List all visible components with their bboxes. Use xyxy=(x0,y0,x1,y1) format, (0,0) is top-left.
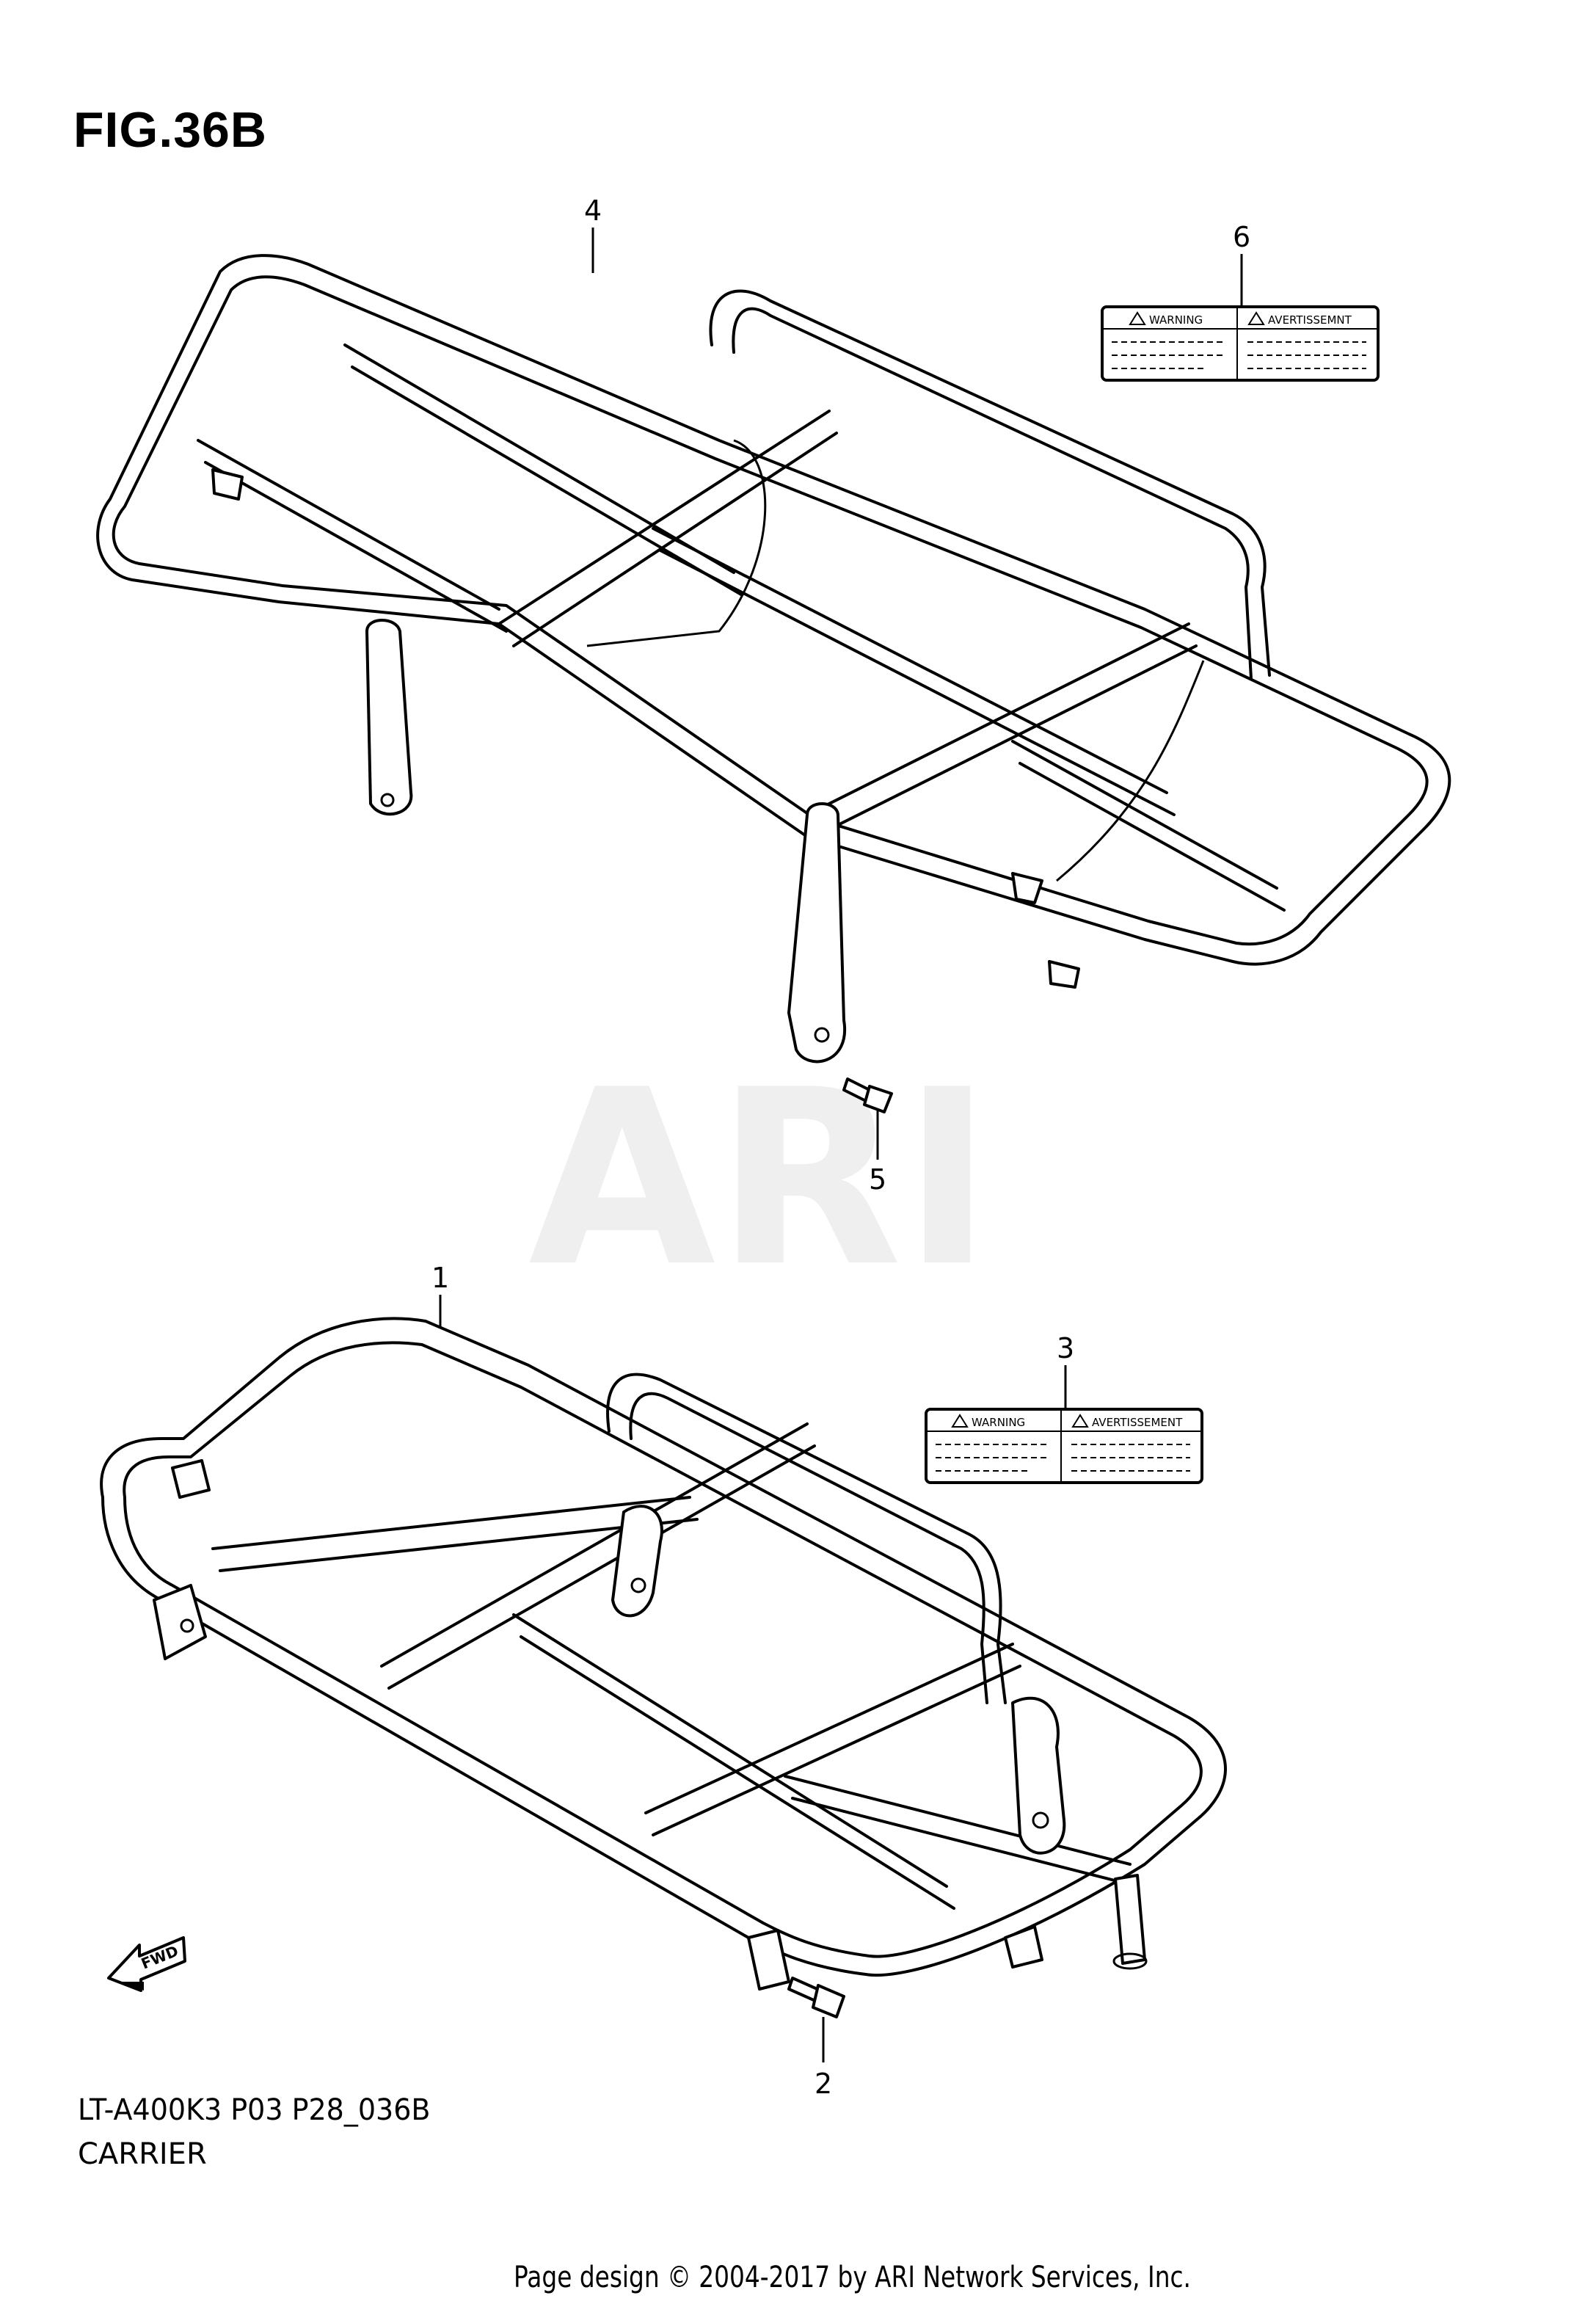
figure-code: LT-A400K3 P03 P28_036B xyxy=(78,2093,431,2127)
label-6-warning-text: WARNING xyxy=(1149,313,1203,327)
front-carrier-assembly[interactable] xyxy=(100,1317,1227,1991)
rear-carrier-assembly[interactable] xyxy=(96,254,1451,1064)
forward-direction-arrow: FWD xyxy=(107,1936,186,1992)
warning-label-part-3[interactable]: WARNING AVERTISSEMENT xyxy=(925,1408,1203,1484)
callout-1[interactable]: 1 xyxy=(431,1262,449,1328)
watermark-text: ARI xyxy=(528,1038,992,1320)
bolt-part-2[interactable] xyxy=(787,1977,845,2018)
callout-4[interactable]: 4 xyxy=(584,195,602,273)
callout-number-1: 1 xyxy=(431,1262,449,1294)
callout-number-2: 2 xyxy=(815,2068,832,2100)
copyright-notice: Page design © 2004-2017 by ARI Network S… xyxy=(514,2261,1191,2294)
label-6-avertissement-text: AVERTISSEMNT xyxy=(1268,313,1352,327)
callout-2[interactable]: 2 xyxy=(815,2017,832,2100)
callout-3[interactable]: 3 xyxy=(1057,1332,1074,1409)
label-3-warning-text: WARNING xyxy=(972,1416,1025,1429)
bolt-part-5[interactable] xyxy=(842,1077,893,1113)
callout-number-5: 5 xyxy=(869,1163,886,1196)
label-3-avertissement-text: AVERTISSEMENT xyxy=(1092,1416,1183,1429)
callout-number-3: 3 xyxy=(1057,1332,1074,1364)
callout-5[interactable]: 5 xyxy=(869,1108,886,1196)
callout-6[interactable]: 6 xyxy=(1233,221,1250,307)
figure-title: FIG.36B xyxy=(73,102,267,158)
callout-number-6: 6 xyxy=(1233,221,1250,253)
callout-number-4: 4 xyxy=(584,195,602,227)
figure-name: CARRIER xyxy=(78,2137,207,2171)
warning-label-part-6[interactable]: WARNING AVERTISSEMNT xyxy=(1101,305,1380,382)
